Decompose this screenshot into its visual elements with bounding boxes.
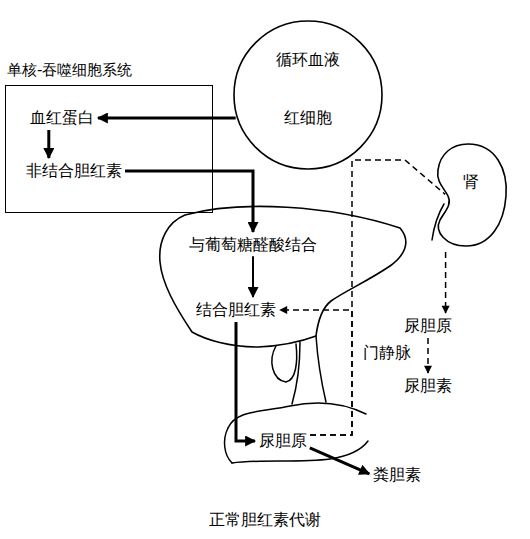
flow-arrow [98, 117, 236, 120]
substance-label: 血红蛋白 [29, 108, 95, 128]
system-box: 单核-吞噬细胞系统血红蛋白非结合胆红素 [5, 85, 213, 213]
node-text: 红细胞 [283, 108, 333, 127]
figure-caption: 正常胆红素代谢 [208, 510, 322, 529]
intestine-outline [225, 428, 232, 463]
node-text: 尿胆素 [403, 376, 453, 395]
substance-label: 非结合胆红素 [25, 161, 123, 181]
liver-outline: 与葡萄糖醛酸结合结合胆红素 [150, 195, 415, 350]
node-text: 尿胆原 [258, 431, 308, 450]
blood-circle-shape [233, 20, 383, 170]
liver-outline-shape [150, 195, 415, 350]
flow-arrow [47, 130, 50, 158]
dashed-arrow [280, 310, 352, 435]
substance-label: 尿胆素 [403, 376, 453, 396]
node-text: 非结合胆红素 [25, 161, 123, 180]
dashed-arrow [445, 252, 447, 313]
flow-arrow [125, 171, 253, 232]
dashed-arrow [427, 338, 429, 373]
substance-label: 粪胆素 [372, 465, 422, 485]
intestine-outline [228, 403, 366, 428]
gallbladder [272, 344, 297, 382]
node-text: 肾 [462, 172, 480, 191]
node-text: 粪胆素 [372, 465, 422, 484]
bile-duct [316, 336, 326, 402]
blood-circle: 循环血液红细胞 [233, 20, 383, 170]
flow-arrow [252, 256, 254, 297]
node-text: 尿胆原 [403, 316, 453, 335]
vessel-label: 门静脉 [362, 343, 412, 362]
flow-arrow [310, 448, 369, 474]
substance-label: 结合胆红素 [195, 300, 277, 320]
kidney-outline: 肾 [418, 140, 510, 250]
node-text: 血红蛋白 [29, 108, 95, 127]
substance-label: 尿胆原 [403, 316, 453, 336]
substance-label: 尿胆原 [258, 431, 308, 451]
flow-arrow [236, 322, 255, 441]
node-text: 结合胆红素 [195, 300, 277, 319]
group-heading: 单核-吞噬细胞系统 [6, 61, 133, 79]
node-text: 循环血液 [275, 50, 341, 69]
kidney-outline-shape [418, 140, 510, 250]
ureter [432, 204, 444, 240]
node-text: 与葡萄糖醛酸结合 [188, 235, 318, 254]
